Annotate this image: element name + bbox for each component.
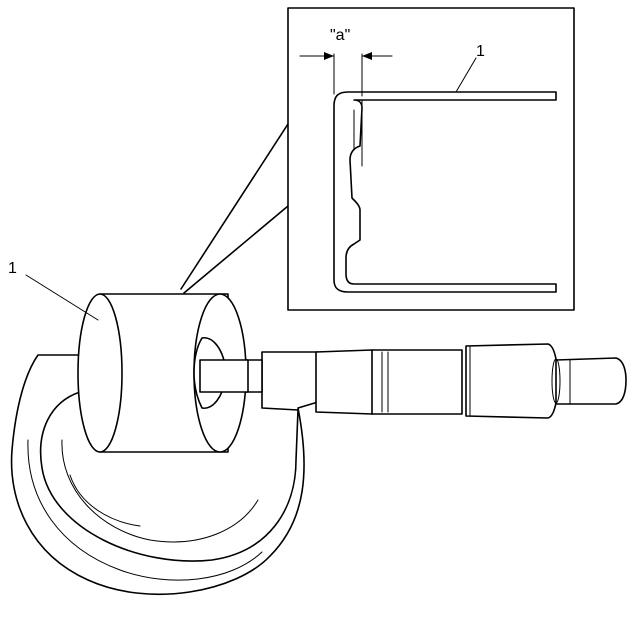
dimension-label-a: "a" bbox=[330, 27, 350, 44]
micrometer-sleeve bbox=[315, 349, 463, 415]
leader-line-detail bbox=[455, 57, 477, 93]
leader-line-main bbox=[25, 274, 99, 321]
measured-part-cylinder bbox=[77, 293, 249, 453]
micrometer-ratchet bbox=[551, 357, 627, 405]
micrometer-frame bbox=[10, 351, 319, 596]
micrometer-thimble bbox=[465, 343, 559, 419]
part-label-main: 1 bbox=[8, 260, 17, 277]
part-label-detail: 1 bbox=[476, 43, 485, 60]
detail-inset bbox=[180, 7, 575, 311]
